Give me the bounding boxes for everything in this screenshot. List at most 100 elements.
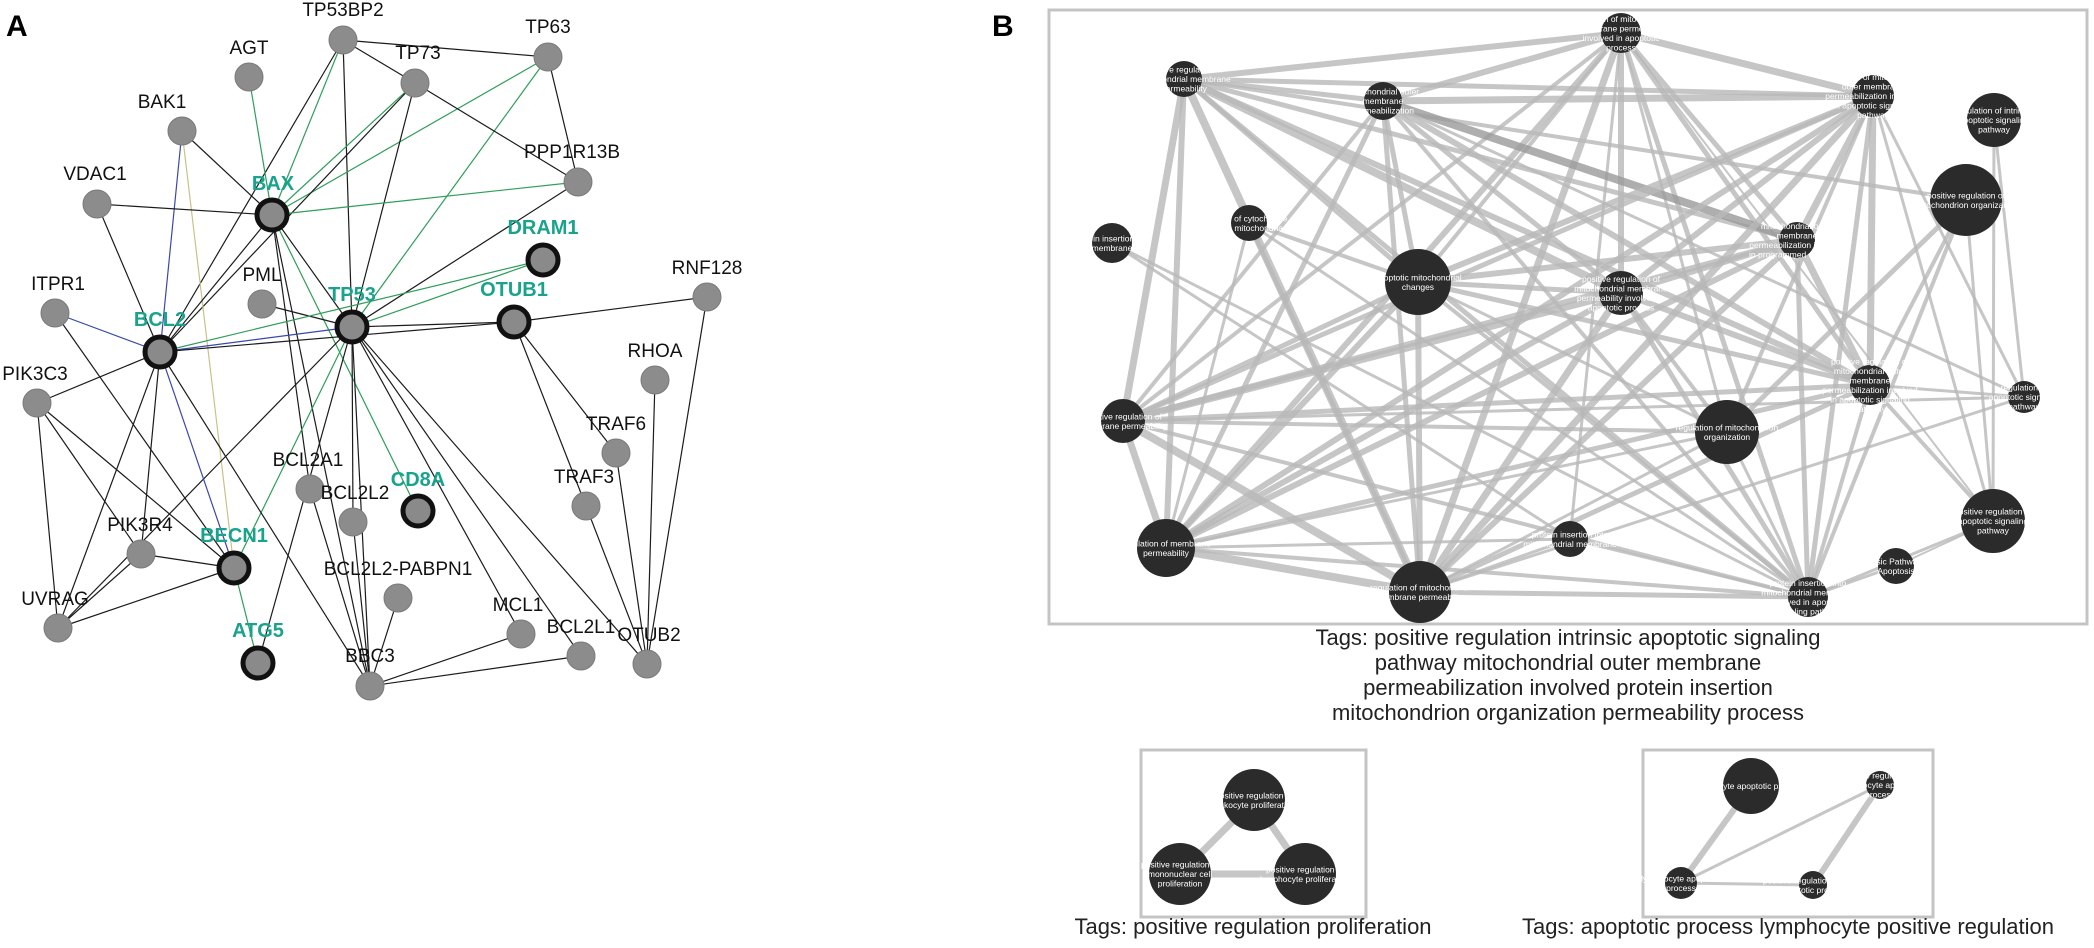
go-term-node[interactable]: mitochondrial outermembranepermeabilizat… <box>1749 221 1845 260</box>
gene-node-agt[interactable]: AGT <box>229 38 269 92</box>
gene-node-circle <box>334 309 370 345</box>
edge-traf3-otub2 <box>585 505 648 665</box>
gene-node-bcl2[interactable]: BCL2 <box>134 309 186 370</box>
go-term-label: process <box>1606 42 1636 52</box>
gene-node-rhoa[interactable]: RHOA <box>628 341 683 395</box>
go-term-label: in apoptotic signaling <box>1830 394 1910 404</box>
apoptotic-tags: Tags: apoptotic process lymphocyte posit… <box>1522 914 2054 939</box>
gene-node-dram1[interactable]: DRAM1 <box>507 217 579 278</box>
gene-node-traf3[interactable]: TRAF3 <box>554 467 614 521</box>
gene-node-mcl1[interactable]: MCL1 <box>493 595 544 649</box>
gene-node-label: BAK1 <box>138 92 187 113</box>
gene-node-becn1[interactable]: BECN1 <box>200 525 268 586</box>
gene-node-bcl2l2-pabpn1[interactable]: BCL2L2-PABPN1 <box>324 559 473 613</box>
gene-node-circle <box>355 671 385 701</box>
go-term-label: pathway <box>1857 110 1889 120</box>
edge-pik3c3-becn1 <box>36 402 235 569</box>
go-edge <box>1379 92 1877 105</box>
gene-node-rnf128[interactable]: RNF128 <box>672 258 743 312</box>
gene-node-bak1[interactable]: BAK1 <box>138 92 197 146</box>
gene-node-bax[interactable]: BAX <box>252 173 295 233</box>
gene-node-pml[interactable]: PML <box>242 265 282 319</box>
go-term-label: membrane <box>1777 230 1818 240</box>
go-term-circle <box>1723 758 1779 814</box>
edge-mcl1-bbc3 <box>369 633 522 687</box>
go-term-label: membrane <box>1850 375 1891 385</box>
go-edge <box>1415 279 1423 595</box>
go-term-label: mononuclear cell <box>1148 869 1212 879</box>
gene-node-tp63[interactable]: TP63 <box>525 17 571 72</box>
gene-node-cd8a[interactable]: CD8A <box>391 469 445 529</box>
gene-node-atg5[interactable]: ATG5 <box>232 620 284 681</box>
go-edge <box>1417 589 1811 600</box>
go-edge <box>1120 382 1873 424</box>
edge-tp53-otub1 <box>351 321 515 328</box>
gene-node-label: OTUB2 <box>617 625 680 646</box>
go-edge <box>1868 383 2026 399</box>
go-edge <box>1164 221 1251 550</box>
go-term-label: from mitochondria <box>1215 223 1283 233</box>
edge-itpr1-becn1 <box>54 312 235 569</box>
go-edge <box>1992 118 2026 399</box>
go-edge <box>1415 237 1800 285</box>
edge-bcl2l2-bbc3 <box>352 521 371 687</box>
main-tags-line-4: mitochondrion organization permeability … <box>1332 700 1804 725</box>
gene-node-bcl2l1[interactable]: BCL2L1 <box>547 617 616 671</box>
gene-node-pik3r4[interactable]: PIK3R4 <box>107 515 173 569</box>
gene-node-uvrag[interactable]: UVRAG <box>21 589 89 643</box>
edge-vdac1-bax <box>96 203 273 216</box>
go-term-circle <box>1852 75 1894 117</box>
gene-node-tp53bp2[interactable]: TP53BP2 <box>302 0 384 55</box>
gene-node-bcl2a1[interactable]: BCL2A1 <box>273 450 344 504</box>
gene-node-label: ITPR1 <box>31 274 85 295</box>
gene-node-otub1[interactable]: OTUB1 <box>480 279 548 340</box>
gene-node-label: TP63 <box>525 17 570 38</box>
gene-node-traf6[interactable]: TRAF6 <box>586 414 646 468</box>
go-term-label: process <box>1865 790 1895 800</box>
edge-pik3r4-uvrag <box>57 553 142 629</box>
edge-bak1-becn1 <box>181 130 235 569</box>
gene-node-bcl2l2[interactable]: BCL2L2 <box>321 483 390 537</box>
gene-node-otub2[interactable]: OTUB2 <box>617 625 681 679</box>
gene-node-label: PIK3R4 <box>107 515 173 536</box>
gene-node-label: BCL2L2-PABPN1 <box>324 559 473 580</box>
gene-node-tp73[interactable]: TP73 <box>395 43 441 98</box>
go-term-label: membrane permeability <box>1577 23 1667 33</box>
gene-node-bbc3[interactable]: BBC3 <box>345 646 395 701</box>
gene-node-itpr1[interactable]: ITPR1 <box>31 274 85 328</box>
gene-node-tp53[interactable]: TP53 <box>328 284 376 345</box>
gene-node-ppp1r13b[interactable]: PPP1R13B <box>524 142 620 197</box>
go-term-node[interactable]: mitochondrial outermembranepermeabilizat… <box>1347 82 1419 120</box>
go-term-node[interactable]: leukocyte apoptotic process <box>1699 758 1804 814</box>
gene-node-vdac1[interactable]: VDAC1 <box>63 164 127 219</box>
gene-node-circle <box>400 493 436 529</box>
edge-bcl2-bbc3 <box>159 351 371 687</box>
edge-bax-bcl2 <box>159 214 273 353</box>
gene-node-pik3c3[interactable]: PIK3C3 <box>2 364 68 418</box>
